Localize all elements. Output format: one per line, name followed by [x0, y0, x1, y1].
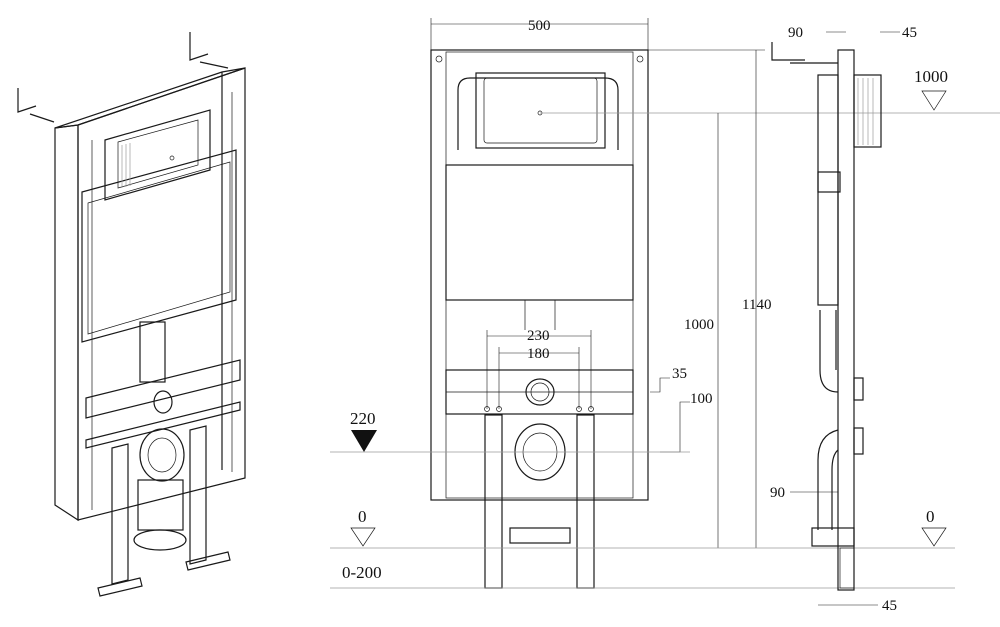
dim-100: 100 [690, 391, 713, 407]
dim-35: 35 [672, 366, 687, 382]
dim-230: 230 [527, 328, 550, 344]
dim-1140: 1140 [742, 297, 771, 313]
dim-0-side: 0 [926, 507, 935, 526]
dim-45-foot: 45 [882, 598, 897, 614]
front-view [330, 18, 1000, 589]
drain-height-marker [351, 430, 377, 452]
dim-1000-front: 1000 [684, 317, 714, 333]
dim-90-side: 90 [788, 25, 803, 41]
dim-1000-side: 1000 [914, 67, 948, 86]
dim-220: 220 [350, 409, 376, 428]
dim-500: 500 [528, 18, 551, 34]
dimension-labels: 500 230 180 35 100 1000 1140 220 0 0-200… [342, 18, 948, 614]
dim-90-drain: 90 [770, 485, 785, 501]
side-view [771, 31, 947, 606]
dim-45-side: 45 [902, 25, 917, 41]
dim-0-200: 0-200 [342, 563, 382, 582]
dim-0-front: 0 [358, 507, 367, 526]
dim-180: 180 [527, 346, 550, 362]
isometric-view [17, 32, 246, 597]
